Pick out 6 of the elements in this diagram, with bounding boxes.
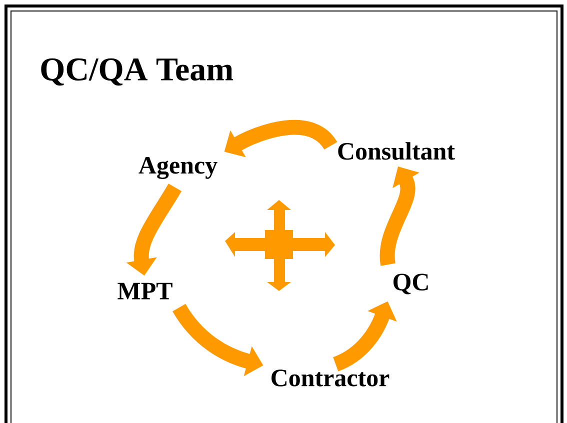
node-label: MPT	[118, 282, 172, 300]
node-label: Consultant	[338, 142, 455, 160]
node-label: Agency	[138, 157, 218, 180]
node-label: Contractor	[272, 370, 390, 386]
title: QC/QA Team	[41, 58, 234, 86]
node-label: QC	[393, 274, 428, 294]
